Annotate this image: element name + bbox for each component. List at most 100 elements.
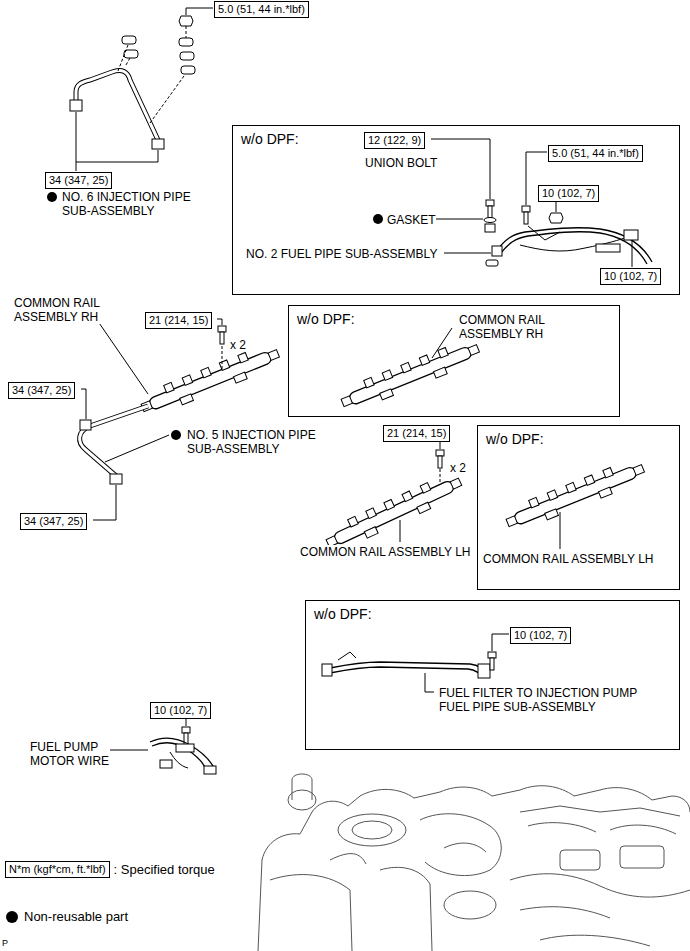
variant-panel: w/o DPF: COMMON RAIL ASSEMBLY RH	[288, 305, 620, 417]
torque-value: 34 (347, 25)	[12, 384, 71, 397]
part-name: NO. 6 INJECTION PIPE SUB-ASSEMBLY	[62, 190, 202, 218]
fuel-filter-pipe	[322, 664, 332, 676]
fuel-pipe-2	[528, 226, 560, 240]
variant-heading: w/o DPF:	[297, 311, 355, 327]
fuel-pipe-2	[431, 139, 490, 199]
part-name: NO. 2 FUEL PIPE SUB-ASSEMBLY	[246, 247, 437, 261]
engine-outline	[520, 907, 650, 946]
torque-box: 5.0 (51, 44 in.*lbf)	[214, 1, 309, 18]
fuel-pump-wire	[204, 766, 216, 774]
variant-heading: w/o DPF:	[486, 431, 544, 447]
part-name: COMMON RAIL ASSEMBLY RH	[459, 313, 554, 341]
part-name: FUEL FILTER TO INJECTION PUMP FUEL PIPE …	[439, 686, 654, 714]
engine-outline	[380, 867, 432, 951]
torque-box: 10 (102, 7)	[538, 185, 599, 202]
part-name: NO. 5 INJECTION PIPE SUB-ASSEMBLY	[187, 428, 327, 456]
fuel-pipe-2	[596, 244, 620, 252]
fuel-pipe-2	[444, 253, 491, 254]
variant-heading: w/o DPF:	[241, 131, 299, 147]
injection-pipe-5	[171, 430, 181, 440]
injection-pipe-5	[81, 389, 86, 419]
variant-panel: w/o DPF:COMMON RAIL ASSEMBLY LH	[477, 425, 680, 590]
injection-pipe-6	[76, 70, 158, 140]
torque-box: 10 (102, 7)	[150, 702, 211, 719]
torque-value: 34 (347, 25)	[24, 515, 83, 528]
common-rail-rh-variant	[432, 328, 452, 358]
injection-pipe-5	[80, 406, 148, 476]
fuel-pump-wire	[176, 744, 194, 752]
engine-outline	[352, 821, 392, 839]
engine-outline	[258, 774, 690, 951]
engine-outline	[292, 774, 312, 800]
injection-pipe-6	[47, 192, 57, 202]
torque-box: 34 (347, 25)	[8, 382, 75, 399]
injection-pipe-5	[110, 474, 122, 484]
injection-pipe-6	[179, 38, 193, 46]
torque-value: 21 (214, 15)	[149, 314, 208, 327]
engine-outline	[510, 874, 690, 897]
torque-box: 34 (347, 25)	[20, 513, 87, 530]
injection-pipe-6	[76, 112, 158, 171]
torque-box: 12 (122, 9)	[364, 132, 425, 149]
engine-outline	[444, 891, 496, 919]
fuel-pipe-2	[373, 214, 383, 224]
torque-value: 10 (102, 7)	[514, 629, 567, 642]
common-rail-rh	[217, 319, 222, 325]
torque-box: 10 (102, 7)	[510, 627, 571, 644]
fuel-pipe-2	[436, 219, 483, 220]
fuel-filter-pipe	[488, 652, 496, 670]
non-reusable-mark	[6, 911, 18, 923]
engine-outline	[338, 814, 406, 846]
fuel-pipe-2	[556, 201, 557, 212]
common-rail-rh	[95, 317, 282, 419]
fuel-filter-pipe	[330, 667, 482, 677]
injection-pipe-6	[76, 70, 158, 140]
engine-outline	[330, 843, 486, 864]
injection-pipe-6	[186, 8, 213, 15]
torque-box: 10 (102, 7)	[600, 268, 661, 285]
fuel-pipe-2	[522, 206, 530, 224]
common-rail-rh	[222, 346, 223, 369]
common-rail-lh	[440, 441, 441, 449]
injection-pipe-6	[181, 66, 195, 74]
torque-box: 34 (347, 25)	[45, 172, 112, 189]
fuel-pump-wire	[108, 717, 216, 774]
torque-box: 21 (214, 15)	[145, 312, 212, 329]
fuel-filter-pipe	[338, 652, 356, 660]
injection-pipe-5	[93, 485, 116, 520]
torque-value: 10 (102, 7)	[542, 187, 595, 200]
common-rail-lh	[436, 450, 444, 468]
fuel-pipe-2	[492, 246, 502, 256]
variant-heading: w/o DPF:	[314, 606, 372, 622]
torque-value: 5.0 (51, 44 in.*lbf)	[552, 147, 639, 160]
fuel-pipe-2	[549, 213, 563, 223]
common-rail-rh	[95, 317, 148, 394]
part-name: GASKET	[387, 213, 436, 227]
common-rail-rh-variant	[338, 336, 483, 414]
torque-value: N*m (kgf*cm, ft.*lbf)	[9, 863, 106, 876]
fuel-filter-pipe	[478, 664, 490, 678]
fuel-pipe-2	[632, 241, 633, 267]
torque-box: 21 (214, 15)	[383, 425, 450, 442]
fuel-pipe-2	[486, 200, 494, 218]
engine-outline	[620, 846, 664, 868]
fuel-pipe-2	[485, 224, 495, 232]
fuel-pipe-2	[484, 218, 496, 223]
fuel-pipe-2	[624, 230, 638, 240]
torque-value: 10 (102, 7)	[604, 270, 657, 283]
legend-text: Non-reusable part	[24, 909, 128, 924]
fuel-pipe-2	[520, 236, 630, 251]
torque-value: 21 (214, 15)	[387, 427, 446, 440]
torque-box: 5.0 (51, 44 in.*lbf)	[548, 145, 643, 162]
engine-outline	[420, 814, 501, 876]
engine-outline	[258, 786, 690, 951]
common-rail-rh	[138, 341, 283, 419]
fuel-pump-wire	[152, 743, 206, 770]
fuel-pump-wire	[108, 750, 148, 751]
variant-panel: w/o DPF:UNION BOLTGASKETNO. 2 FUEL PIPE …	[232, 125, 680, 295]
quantity-note: P	[2, 938, 8, 949]
injection-pipe-6	[122, 36, 136, 44]
torque-value: 12 (122, 9)	[368, 134, 421, 147]
